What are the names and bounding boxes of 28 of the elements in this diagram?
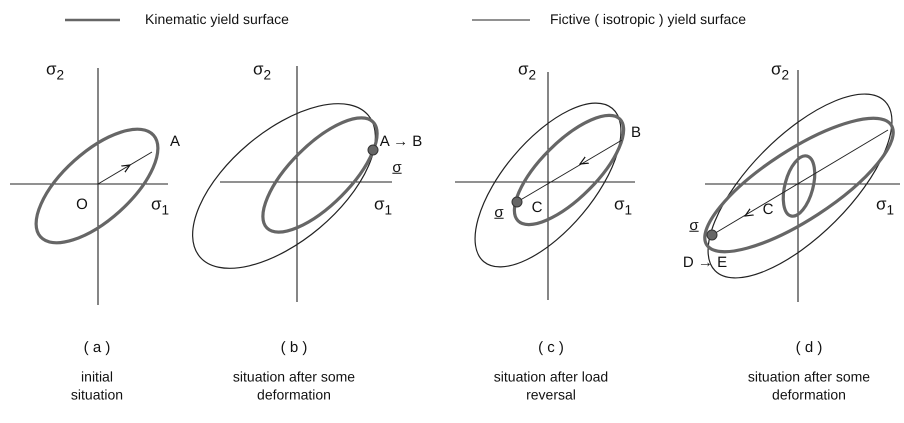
stress-vector-label: σ: [689, 218, 699, 234]
point-label: B: [631, 124, 641, 142]
stress-vector-label: σ: [392, 160, 402, 176]
axis-label: σ$_{1}$: [614, 196, 632, 218]
panel-label: ( a ): [84, 340, 110, 356]
panel-label: ( d ): [796, 340, 822, 356]
axis-label: σ$_{1}$: [374, 196, 392, 218]
panel-label: ( c ): [538, 340, 564, 356]
stress-vector-label: σ: [494, 204, 504, 222]
panel-caption: situation after some deformation: [232, 368, 356, 404]
legend-label: Kinematic yield surface: [145, 11, 289, 27]
point-label: C: [532, 200, 542, 216]
point-label: D → E: [682, 254, 728, 272]
point-label: A → B: [380, 134, 422, 150]
axis-label: σ$_{1}$: [150, 196, 170, 218]
panel-caption: initial situation: [70, 368, 124, 404]
point-label: C: [762, 202, 774, 218]
legend-label: Fictive ( isotropic ) yield surface: [550, 11, 746, 27]
axis-label: σ$_{2}$: [518, 60, 536, 84]
panel-caption: situation after load reversal: [492, 368, 610, 404]
axis-label: σ$_{1}$: [876, 196, 894, 218]
point-label: A: [170, 134, 180, 150]
panel-caption: situation after some deformation: [746, 368, 872, 404]
point-label: O: [76, 196, 88, 214]
axis-label: σ$_{2}$: [46, 60, 64, 84]
axis-label: σ$_{2}$: [770, 60, 790, 84]
axis-label: σ$_{2}$: [252, 60, 272, 84]
panel-label: ( b ): [280, 340, 308, 356]
